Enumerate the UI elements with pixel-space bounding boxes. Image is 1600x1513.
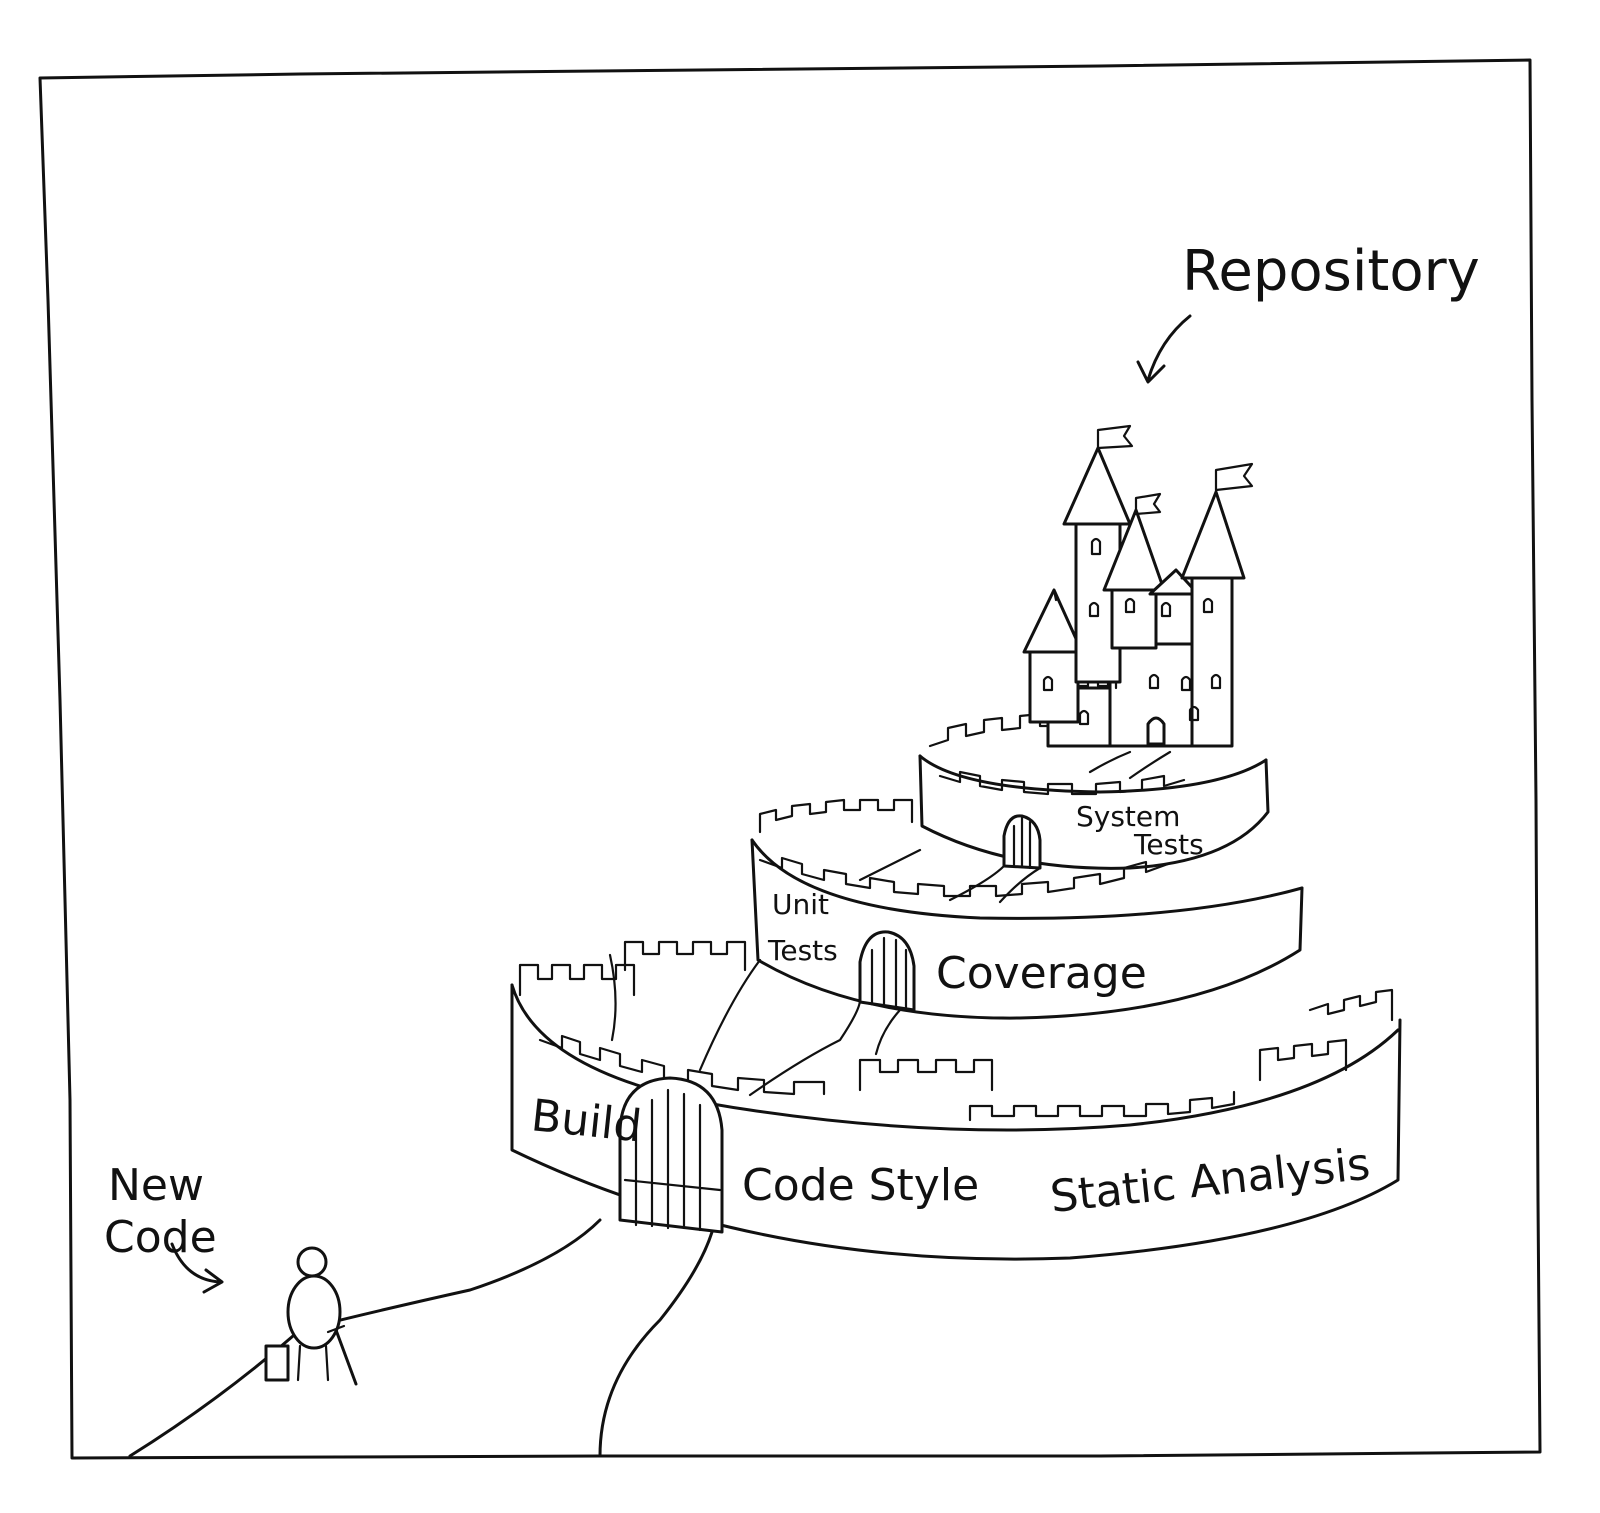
drawing-frame xyxy=(38,58,1542,1460)
gate-bottom xyxy=(618,1076,724,1234)
system-tests-label-line2: Tests xyxy=(1133,828,1204,861)
unit-tests-label-line2: Tests xyxy=(767,934,838,967)
repository-arrow xyxy=(1136,314,1192,384)
new-code-label-line1: New xyxy=(108,1160,204,1211)
build-label: Build xyxy=(529,1090,644,1152)
coverage-label: Coverage xyxy=(936,948,1147,999)
repository-label: Repository xyxy=(1182,239,1480,304)
code-style-label: Code Style xyxy=(742,1160,979,1211)
tier-middle xyxy=(750,798,1304,1020)
new-code-figure xyxy=(264,1246,358,1386)
new-code-label-line2: Code xyxy=(104,1212,217,1263)
tier-bottom xyxy=(510,940,1402,1261)
system-tests-label-line1: System xyxy=(1076,800,1180,833)
new-code-arrow xyxy=(170,1242,224,1294)
unit-tests-label-line1: Unit xyxy=(772,888,829,921)
castle-keep xyxy=(1022,424,1254,748)
static-analysis-label: Static Analysis xyxy=(1048,1139,1373,1223)
winding-paths xyxy=(128,750,1172,1458)
gate-middle xyxy=(858,930,916,1012)
